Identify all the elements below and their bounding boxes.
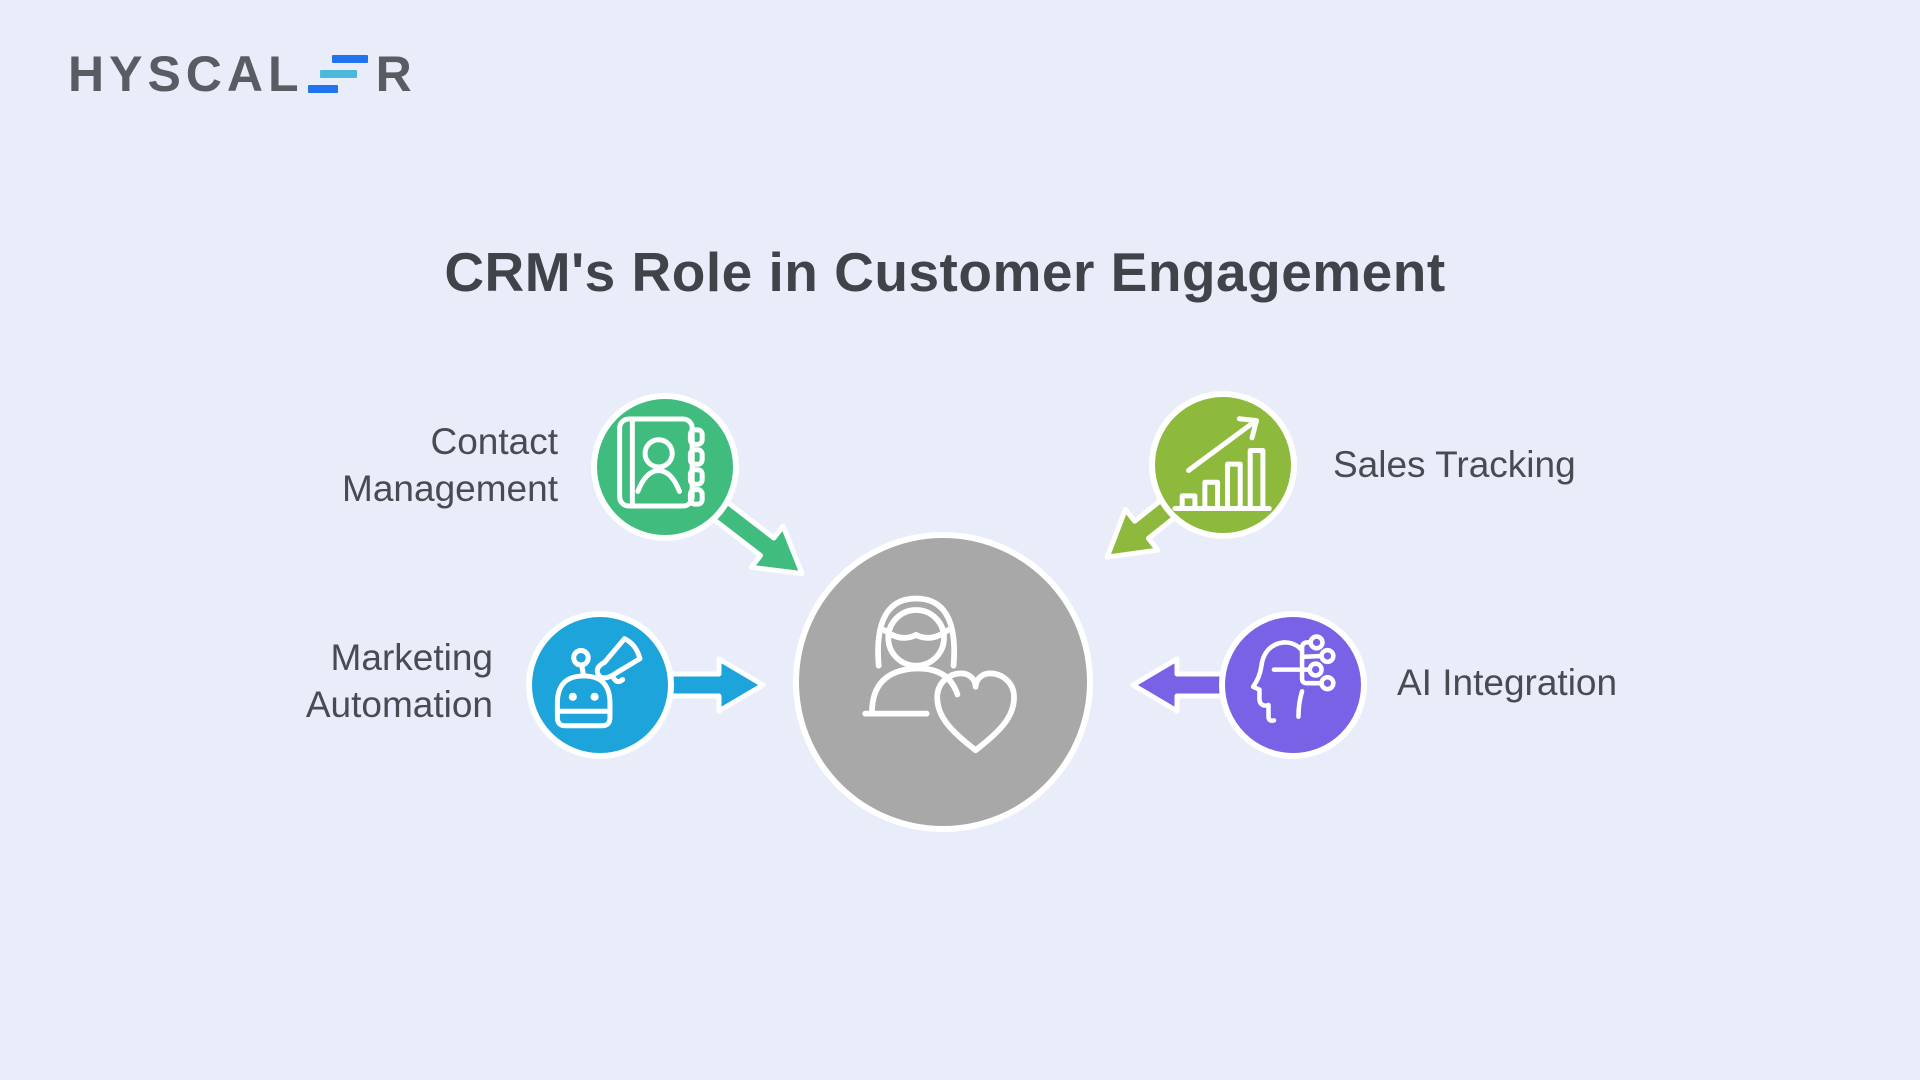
- robot-megaphone-icon: [554, 636, 643, 729]
- page-title: CRM's Role in Customer Engagement: [444, 241, 1446, 303]
- logo-bar-middle: [319, 70, 357, 78]
- label-line: Management: [342, 468, 558, 509]
- label-line: Marketing: [330, 637, 493, 678]
- logo-text-right: R: [375, 46, 417, 102]
- address-book-icon: [617, 416, 705, 509]
- brand-logo: HYSCAL R: [68, 48, 417, 100]
- logo-e-bars-icon: [307, 52, 370, 96]
- label-line: Contact: [430, 421, 558, 462]
- label-line: Automation: [305, 684, 493, 725]
- label-sales-tracking: Sales Tracking: [1333, 444, 1576, 485]
- label-marketing-automation: Marketing Automation: [306, 634, 493, 728]
- center-circle-customer-engagement: [793, 532, 1093, 832]
- logo-bar-bottom: [307, 85, 338, 93]
- label-ai-integration: AI Integration: [1397, 662, 1618, 703]
- customer-heart-icon: [862, 595, 1017, 754]
- ai-head-icon: [1250, 634, 1336, 723]
- label-contact-management: Contact Management: [342, 418, 558, 512]
- node-circle-sales-tracking: [1149, 391, 1297, 539]
- node-circle-ai-integration: [1219, 611, 1367, 759]
- node-circle-contact-management: [591, 393, 739, 541]
- node-circle-marketing-automation: [526, 611, 674, 759]
- logo-text-left: HYSCAL: [68, 46, 304, 102]
- logo-bar-top: [331, 55, 368, 63]
- growth-chart-icon: [1172, 416, 1272, 512]
